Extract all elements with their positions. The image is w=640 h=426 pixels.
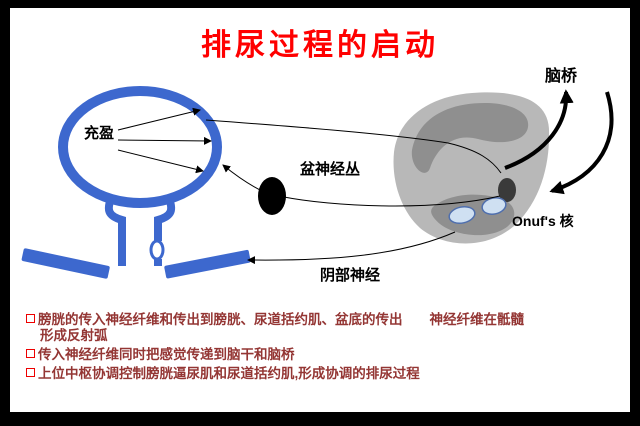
page-title: 排尿过程的启动 bbox=[201, 29, 439, 62]
urethra-left-wall bbox=[104, 194, 126, 266]
notes-list: 膀胱的传入神经纤维和传出到膀胱、尿道括约肌、盆底的传出 神经纤维在骶髓 形成反射… bbox=[26, 312, 618, 385]
pons-ascending-arrow bbox=[504, 89, 574, 170]
onuf-nucleus bbox=[448, 197, 507, 225]
bullet-text: 传入神经纤维同时把感觉传递到脑干和脑桥 bbox=[38, 347, 295, 362]
bullet-text: 膀胱的传入神经纤维和传出到膀胱、尿道括约肌、盆底的传出 神经纤维在骶髓 bbox=[38, 312, 524, 327]
pudendal-nerve-line bbox=[247, 231, 456, 265]
efferent-nerve-arrow bbox=[222, 164, 263, 192]
filling-arrows bbox=[117, 107, 212, 174]
pons-descending-arrow bbox=[549, 91, 614, 195]
label-onuf-nucleus: Onuf's 核 bbox=[512, 213, 574, 229]
label-pelvic-plexus: 盆神经丛 bbox=[300, 161, 361, 178]
urethra-right-wall bbox=[154, 194, 176, 241]
efferent-nerve-line bbox=[283, 195, 501, 207]
label-bladder-filling: 充盈 bbox=[84, 125, 115, 142]
bullet-square-icon bbox=[26, 368, 35, 377]
pelvic-plexus-node bbox=[258, 177, 286, 215]
afferent-nerve-line bbox=[205, 119, 502, 174]
list-item: 膀胱的传入神经纤维和传出到膀胱、尿道括约肌、盆底的传出 神经纤维在骶髓 形成反射… bbox=[26, 312, 618, 344]
pelvic-floor bbox=[21, 248, 251, 279]
label-pudendal-nerve: 阴部神经 bbox=[320, 267, 381, 284]
gray-matter-dorsal bbox=[411, 102, 529, 173]
label-pons: 脑桥 bbox=[545, 68, 578, 85]
list-item: 上位中枢协调控制膀胱逼尿肌和尿道括约肌,形成协调的排尿过程 bbox=[26, 366, 618, 382]
urethral-sphincter bbox=[149, 239, 165, 261]
list-item: 传入神经纤维同时把感觉传递到脑干和脑桥 bbox=[26, 347, 618, 363]
bullet-text-continuation: 形成反射弧 bbox=[40, 328, 108, 343]
pelvic-floor-right bbox=[164, 249, 251, 279]
bullet-square-icon bbox=[26, 349, 35, 358]
pelvic-floor-left bbox=[21, 248, 110, 279]
dark-nucleus bbox=[498, 178, 516, 202]
bullet-square-icon bbox=[26, 314, 35, 323]
bullet-text: 上位中枢协调控制膀胱逼尿肌和尿道括约肌,形成协调的排尿过程 bbox=[38, 366, 420, 381]
bladder bbox=[58, 86, 222, 266]
